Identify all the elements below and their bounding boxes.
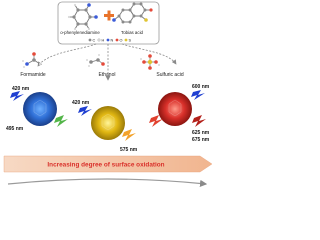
solvent-sulfuric-acid-label: Sulfuric acid — [156, 72, 183, 78]
branch-arrows — [37, 43, 177, 81]
legend-s: S — [129, 39, 132, 43]
solvent-ethanol-label: Ethanol — [99, 72, 116, 78]
sulfuric-acid-excitation-bolt-icon — [191, 90, 205, 100]
ethanol-emission-bolt-icon — [122, 129, 136, 141]
tobias-acid-atoms — [112, 2, 153, 24]
sulfuric-acid-emission-bolt-icon-1 — [149, 115, 163, 127]
sulfuric-acid-excitation-label: 600 nm — [192, 84, 210, 90]
diagram-canvas: o-phenylenediamine Tobias acid C H N O S — [3, 1, 213, 187]
legend-h: H — [102, 39, 105, 43]
plus-icon — [104, 10, 114, 21]
dot-surface-texture — [33, 99, 182, 131]
reactant-2-label: Tobias acid — [121, 30, 144, 35]
formamide-emission-label: 495 nm — [6, 126, 24, 132]
synthesis-scheme: o-phenylenediamine Tobias acid C H N O S — [3, 1, 213, 187]
red-carbon-dot — [158, 92, 192, 126]
sulfuric-acid-emission-2-label: 675 nm — [192, 137, 210, 143]
ethanol-excitation-bolt-icon — [78, 106, 92, 116]
formamide-emission-bolt-icon — [54, 115, 68, 127]
yellow-carbon-dot — [91, 106, 125, 140]
sulfuric-acid-emission-1-label: 625 nm — [192, 130, 210, 136]
formamide-excitation-label: 420 nm — [12, 86, 30, 92]
element-legend: C H N O S — [88, 38, 132, 43]
solvent-formamide-label: Formamide — [20, 72, 46, 78]
reactant-1-label: o-phenylenediamine — [60, 30, 100, 35]
ethanol-emission-label: 575 nm — [120, 147, 138, 153]
ethanol-molecule — [86, 54, 105, 67]
formamide-molecule — [22, 52, 42, 68]
sulfuric-acid-molecule — [140, 54, 160, 70]
bottom-sweep-arrow — [7, 178, 208, 187]
legend-n: N — [111, 39, 114, 43]
blue-carbon-dot — [23, 92, 57, 126]
ethanol-excitation-label: 420 nm — [72, 100, 90, 106]
o-phenylenediamine-atoms — [67, 3, 98, 31]
formamide-excitation-bolt-icon — [10, 91, 24, 101]
oxidation-trend-arrow — [3, 155, 213, 173]
sulfuric-acid-emission-bolt-icon-2 — [192, 115, 206, 127]
legend-c: C — [93, 39, 96, 43]
reactants-box — [57, 1, 160, 45]
legend-o: O — [120, 39, 123, 43]
oxidation-trend-label: Increasing degree of surface oxidation — [47, 162, 164, 169]
